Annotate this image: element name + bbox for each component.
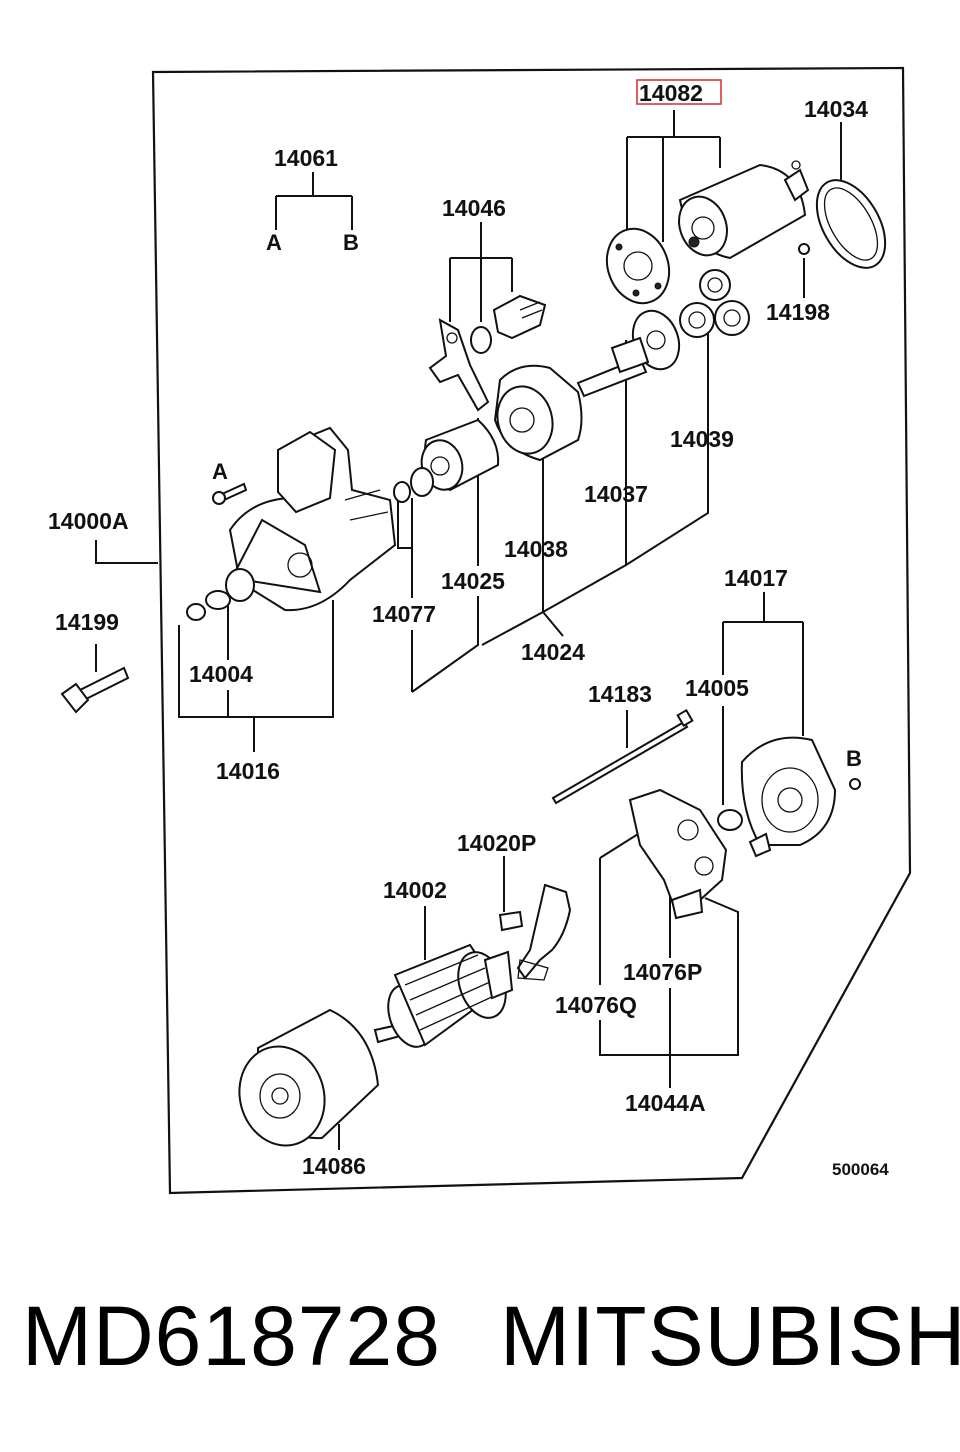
label-b-screw: B (846, 746, 862, 771)
label-14199[interactable]: 14199 (55, 609, 119, 635)
label-14076p[interactable]: 14076P (623, 959, 702, 985)
planetary-shaft-icon[interactable] (576, 304, 687, 398)
yoke-icon[interactable] (228, 1008, 380, 1155)
footer: MD618728 MITSUBISHI (0, 1280, 960, 1390)
label-14038[interactable]: 14038 (504, 536, 568, 562)
label-14198[interactable]: 14198 (766, 299, 830, 325)
diagram-frame (151, 66, 912, 1195)
label-14004[interactable]: 14004 (189, 661, 253, 687)
label-14183[interactable]: 14183 (588, 681, 652, 707)
gear-icon[interactable] (679, 269, 750, 338)
label-a-screw: A (212, 459, 228, 484)
label-14016[interactable]: 14016 (216, 758, 280, 784)
label-14037[interactable]: 14037 (584, 481, 648, 507)
rear-bushing-icon[interactable] (717, 809, 743, 831)
ball-icon[interactable] (798, 243, 810, 255)
label-14002[interactable]: 14002 (383, 877, 447, 903)
through-bolt-icon[interactable] (551, 708, 694, 805)
label-14005[interactable]: 14005 (685, 675, 749, 701)
screw-icon[interactable] (212, 482, 248, 505)
label-14024[interactable]: 14024 (521, 639, 585, 665)
drawing-number: 500064 (832, 1160, 889, 1179)
screw-b-icon[interactable] (849, 778, 861, 790)
label-14086[interactable]: 14086 (302, 1153, 366, 1179)
brush-icon[interactable] (498, 883, 572, 981)
label-14020p[interactable]: 14020P (457, 830, 536, 856)
label-14034[interactable]: 14034 (804, 96, 868, 122)
label-14025[interactable]: 14025 (441, 568, 505, 594)
bushing-icon[interactable] (186, 590, 231, 621)
label-14017[interactable]: 14017 (724, 565, 788, 591)
label-14046[interactable]: 14046 (442, 195, 506, 221)
lever-icon[interactable] (428, 294, 547, 412)
gasket-ring-icon[interactable] (803, 168, 899, 279)
brush-holder-icon[interactable] (628, 788, 728, 920)
stop-ring-icon[interactable] (393, 467, 434, 503)
label-14000a[interactable]: 14000A (48, 508, 129, 534)
front-bracket-icon[interactable] (225, 426, 397, 612)
internal-gear-icon[interactable] (490, 364, 583, 462)
label-b-top: B (343, 230, 359, 255)
label-14077[interactable]: 14077 (372, 601, 436, 627)
solenoid-icon[interactable] (597, 160, 810, 312)
label-14061[interactable]: 14061 (274, 145, 338, 171)
rear-bracket-icon[interactable] (740, 736, 837, 858)
leader-lines (95, 110, 842, 1150)
label-14044a[interactable]: 14044A (625, 1090, 706, 1116)
highlight-box-14082 (636, 79, 722, 105)
label-14082[interactable]: 14082 (639, 80, 703, 106)
label-a-top: A (266, 230, 282, 255)
label-14039[interactable]: 14039 (670, 426, 734, 452)
bolt-icon[interactable] (60, 666, 130, 714)
label-14076q[interactable]: 14076Q (555, 992, 637, 1018)
part-number: MD618728 (22, 1289, 441, 1383)
brand-name: MITSUBISHI (500, 1289, 960, 1383)
armature-icon[interactable] (373, 943, 514, 1053)
